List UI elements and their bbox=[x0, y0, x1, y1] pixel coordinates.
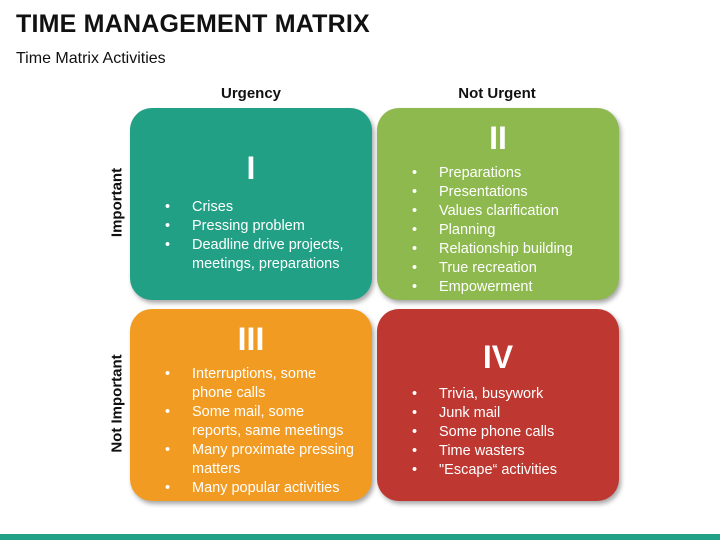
list-item: Preparations bbox=[412, 164, 601, 183]
list-item: Presentations bbox=[412, 183, 601, 202]
quadrant-3-numeral: III bbox=[237, 321, 265, 357]
quadrant-4: IV Trivia, busywork Junk mail Some phone… bbox=[377, 309, 619, 501]
column-header-urgency: Urgency bbox=[220, 85, 282, 102]
list-item: Pressing problem bbox=[165, 217, 354, 236]
list-item: Deadline drive projects, meetings, prepa… bbox=[165, 236, 354, 274]
list-item: Relationship building bbox=[412, 240, 601, 259]
slide-title: TIME MANAGEMENT MATRIX bbox=[16, 10, 370, 38]
list-item: Interruptions, some phone calls bbox=[165, 365, 354, 403]
list-item: Trivia, busywork bbox=[412, 385, 601, 404]
slide-subtitle: Time Matrix Activities bbox=[16, 50, 166, 67]
column-header-not-urgent: Not Urgent bbox=[458, 85, 536, 102]
list-item: Many proximate pressing matters bbox=[165, 441, 354, 479]
quadrant-1-numeral: I bbox=[246, 150, 256, 186]
footer-accent-bar bbox=[0, 534, 720, 540]
list-item: Crises bbox=[165, 198, 354, 217]
quadrant-1-list: Crises Pressing problem Deadline drive p… bbox=[130, 198, 372, 274]
list-item: Some phone calls bbox=[412, 423, 601, 442]
row-header-important: Important bbox=[108, 167, 126, 238]
quadrant-2: II Preparations Presentations Values cla… bbox=[377, 108, 619, 300]
list-item: Planning bbox=[412, 221, 601, 240]
quadrant-3: III Interruptions, some phone calls Some… bbox=[130, 309, 372, 501]
list-item: True recreation bbox=[412, 259, 601, 278]
list-item: "Escape“ activities bbox=[412, 461, 601, 480]
quadrant-3-list: Interruptions, some phone calls Some mai… bbox=[130, 365, 372, 498]
row-header-not-important: Not Important bbox=[108, 354, 126, 453]
quadrant-4-list: Trivia, busywork Junk mail Some phone ca… bbox=[377, 385, 619, 480]
list-item: Time wasters bbox=[412, 442, 601, 461]
list-item: Junk mail bbox=[412, 404, 601, 423]
list-item: Values clarification bbox=[412, 202, 601, 221]
quadrant-1: I Crises Pressing problem Deadline drive… bbox=[130, 108, 372, 300]
quadrant-2-numeral: II bbox=[489, 120, 507, 156]
quadrant-2-list: Preparations Presentations Values clarif… bbox=[377, 164, 619, 297]
list-item: Many popular activities bbox=[165, 479, 354, 498]
list-item: Some mail, some reports, same meetings bbox=[165, 403, 354, 441]
list-item: Empowerment bbox=[412, 278, 601, 297]
quadrant-4-numeral: IV bbox=[482, 339, 514, 375]
